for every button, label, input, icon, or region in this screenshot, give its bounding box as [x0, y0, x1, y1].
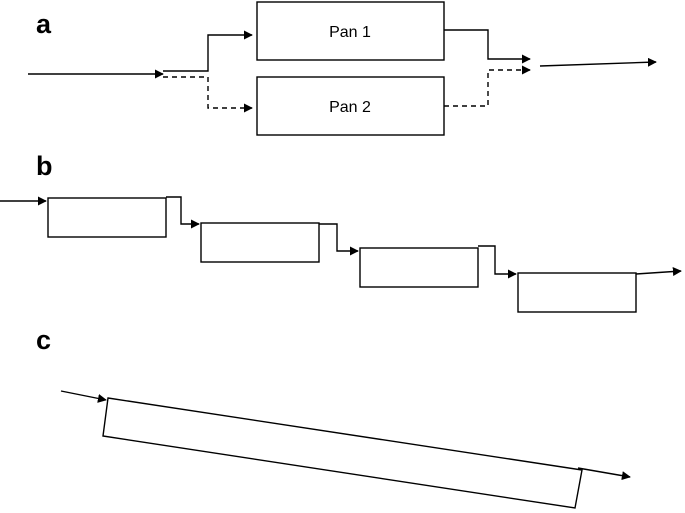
panel-label-b: b [36, 151, 53, 181]
cascade-box-3 [359, 247, 479, 288]
merge-arrow-pan1 [444, 29, 531, 64]
panel-b: b [0, 151, 682, 313]
inclined-pan [102, 397, 583, 509]
branch-arrow-pan2 [163, 76, 253, 113]
output-arrow-b [635, 267, 682, 277]
merge-arrow-pan2 [444, 65, 531, 107]
pan2-box [256, 76, 445, 136]
cascade-arrow-2 [319, 223, 359, 256]
pan2-label: Pan 2 [329, 99, 371, 116]
panel-c: c [36, 325, 631, 509]
panel-label-a: a [36, 9, 52, 39]
panel-a: a Pan 1 Pan 2 [28, 1, 657, 136]
output-arrow-a [539, 57, 657, 67]
cascade-box-4 [517, 272, 637, 313]
pan1-label: Pan 1 [329, 24, 371, 41]
output-arrow-c [577, 467, 631, 481]
panel-label-c: c [36, 325, 51, 355]
cascade-box-1 [47, 197, 167, 238]
cascade-arrow-3 [478, 245, 517, 279]
branch-arrow-pan1 [163, 30, 253, 72]
cascade-box-2 [200, 222, 320, 263]
input-arrow-c [60, 390, 107, 403]
cascade-arrow-1 [166, 196, 200, 229]
pan1-box [256, 1, 445, 61]
